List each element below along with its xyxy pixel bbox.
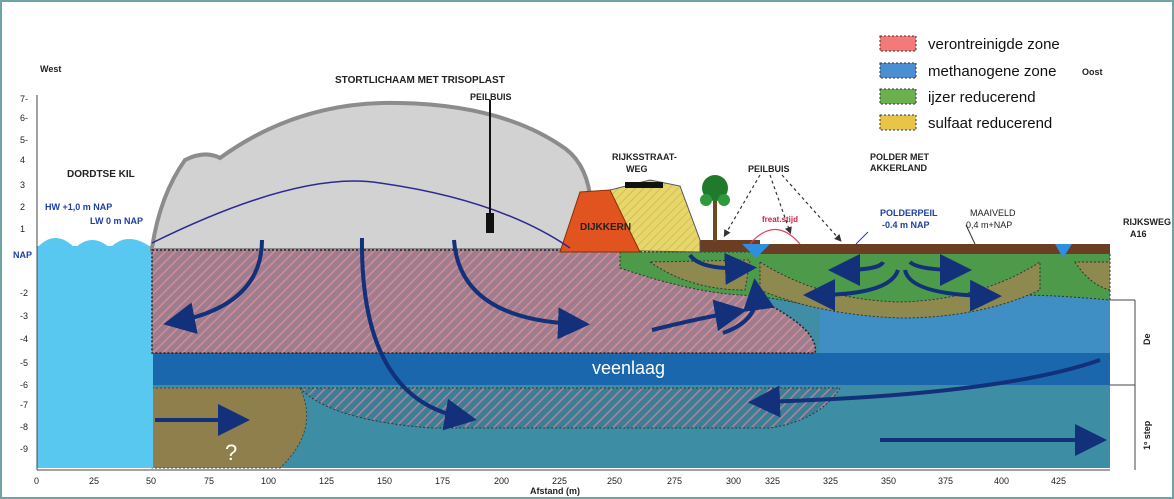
y-tick-label: 5- [20, 135, 28, 145]
y-tick-label: 3 [20, 180, 25, 190]
y-axis-ticks: 7- 6- 5- 4 3 2 1 -2 -3 -4 -5 -6 -7 -8 -9 [20, 94, 28, 454]
x-tick-label: 350 [881, 476, 896, 486]
x-tick-label: 225 [552, 476, 567, 486]
contaminated-plume-lower [298, 387, 841, 429]
x-tick-label: 325 [823, 476, 838, 486]
y-tick-label: 1 [20, 224, 25, 234]
legend-label: sulfaat reducerend [928, 115, 1052, 132]
label-freatisch: freat.stijd [762, 215, 798, 224]
ditch-1 [742, 244, 770, 258]
y-tick-label: 4 [20, 155, 25, 165]
legend-swatch [879, 35, 917, 52]
label-polder-2: AKKERLAND [870, 163, 927, 173]
y-tick-label: -6 [20, 380, 28, 390]
legend-label: verontreinigde zone [928, 36, 1060, 53]
leachate-level [151, 180, 571, 249]
label-maaiveld-1: MAAIVELD [970, 208, 1016, 218]
x-tick-label: 125 [319, 476, 334, 486]
label-layer-2: 1º step [1142, 420, 1152, 450]
sulfate-lens-right-3 [1074, 261, 1111, 291]
legend-label: methanogene zone [928, 63, 1056, 80]
label-west: West [40, 64, 61, 74]
x-tick-label: 250 [607, 476, 622, 486]
legend-swatch [879, 88, 917, 105]
x-tick-label: 275 [667, 476, 682, 486]
label-hw: HW +1,0 m NAP [45, 202, 112, 212]
ditch-2 [1055, 244, 1072, 258]
x-tick-label: 200 [494, 476, 509, 486]
x-tick-label: 425 [1051, 476, 1066, 486]
label-peilbuis-right: PEILBUIS [748, 164, 790, 174]
x-tick-label: 175 [435, 476, 450, 486]
y-tick-label: -5 [20, 358, 28, 368]
y-tick-label: -9 [20, 444, 28, 454]
x-tick-label: 150 [377, 476, 392, 486]
legend: verontreinigde zone methanogene zone ijzer… [879, 35, 1060, 132]
x-axis-ticks: 0 25 50 75 100 125 150 175 200 225 250 275 300 325 325… [34, 476, 1066, 486]
y-tick-label: 7- [20, 94, 28, 104]
x-tick-label: 325 [765, 476, 780, 486]
road-surface [625, 182, 663, 188]
landfill-body [150, 100, 603, 252]
label-rijksweg-2: A16 [1130, 229, 1147, 239]
x-tick-label: 25 [89, 476, 99, 486]
label-dordtse-kil: DORDTSE KIL [67, 169, 135, 180]
x-tick-label: 100 [261, 476, 276, 486]
monitoring-lines [723, 174, 842, 242]
x-tick-label: 400 [994, 476, 1009, 486]
x-tick-label: 0 [34, 476, 39, 486]
label-polderpeil-2: -0.4 m NAP [882, 220, 930, 230]
legend-swatch [879, 114, 917, 131]
label-lw: LW 0 m NAP [90, 216, 143, 226]
x-tick-label: 300 [726, 476, 741, 486]
legend-label: ijzer reducerend [928, 89, 1036, 106]
label-rijksstraatweg-1: RIJKSSTRAAT- [612, 152, 677, 162]
y-tick-label: -2 [20, 288, 28, 298]
y-tick-label: 2 [20, 202, 25, 212]
label-stortlichaam: STORTLICHAAM MET TRISOPLAST [335, 75, 505, 86]
x-tick-label: 75 [204, 476, 214, 486]
label-nap: NAP [13, 250, 32, 260]
tree-crown [702, 175, 728, 201]
label-polderpeil-1: POLDERPEIL [880, 208, 938, 218]
label-layer-1: De [1142, 333, 1152, 345]
topsoil-green [690, 240, 760, 252]
label-rijksstraatweg-2: WEG [626, 164, 648, 174]
label-xaxis-title: Afstand (m) [530, 486, 580, 496]
label-peilbuis-top: PEILBUIS [470, 92, 512, 102]
y-tick-label: -8 [20, 422, 28, 432]
y-tick-label: -7 [20, 400, 28, 410]
label-polder-1: POLDER MET [870, 152, 930, 162]
freatic-arc [749, 229, 801, 245]
y-tick-label: 6- [20, 113, 28, 123]
water-waves [37, 238, 152, 256]
label-rijksweg-1: RIJKSWEG [1123, 217, 1171, 227]
x-tick-label: 50 [146, 476, 156, 486]
tree-trunk [713, 200, 717, 242]
label-dijkkern: DIJKKERN [580, 222, 631, 233]
flow-arrows [155, 237, 1107, 456]
label-oost: Oost [1082, 67, 1103, 77]
legend-swatch [879, 62, 917, 79]
label-veenlaag: veenlaag [592, 358, 665, 378]
label-maaiveld-2: 0,4 m+NAP [966, 220, 1012, 230]
y-tick-label: -4 [20, 334, 28, 344]
y-tick-label: -3 [20, 311, 28, 321]
label-unknown: ? [225, 440, 237, 465]
river-water [37, 246, 153, 468]
topsoil [760, 244, 1110, 254]
dike-core [559, 189, 641, 253]
x-tick-label: 375 [938, 476, 953, 486]
peat-layer [152, 353, 1110, 385]
